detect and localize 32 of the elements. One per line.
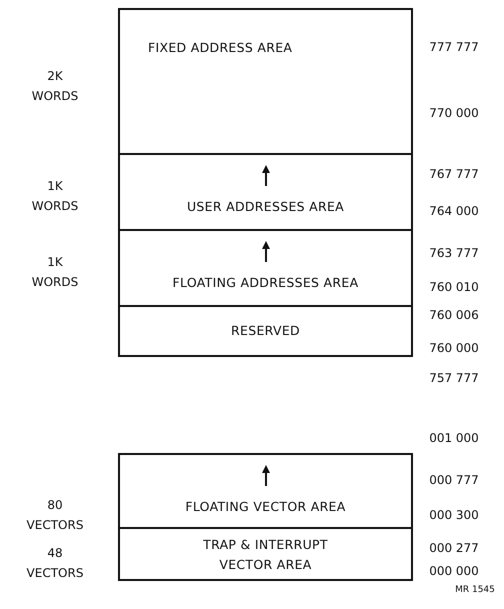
address-label: 757 777 [429,370,479,387]
area-label: USER ADDRESSES AREA [186,198,346,216]
area-label: TRAP & INTERRUPT VECTOR AREA [202,536,329,574]
size-label: 1K WORDS [30,254,80,291]
address-label: 760 000 [429,340,479,357]
memory-area-box [118,305,413,357]
area-label: FLOATING VECTOR AREA [184,498,347,516]
size-label: 80 VECTORS [26,497,84,534]
address-label: 763 777 [429,245,479,262]
address-label: 760 006 [429,307,479,324]
address-label: 000 000 [429,563,479,580]
address-label: 000 277 [429,540,479,557]
area-label: RESERVED [230,322,301,340]
area-label: FIXED ADDRESS AREA [148,39,294,57]
memory-area-box [118,527,413,581]
address-label: 764 000 [429,203,479,220]
size-label: 48 VECTORS [26,545,84,582]
address-label: 000 777 [429,472,479,489]
address-label: 777 777 [429,39,479,56]
memory-area-box [118,153,413,231]
address-label: 770 000 [429,105,479,122]
memory-area-box [118,453,413,529]
size-label: 2K WORDS [30,68,80,105]
area-label: FLOATING ADDRESSES AREA [172,274,360,292]
address-label: 760 010 [429,279,479,296]
memory-area-box [118,229,413,307]
address-label: 001 000 [429,430,479,447]
memory-area-box [118,8,413,155]
address-label: 767 777 [429,166,479,183]
figure-number: MR 1545 [455,584,495,597]
size-label: 1K WORDS [30,178,80,215]
address-label: 000 300 [429,507,479,524]
